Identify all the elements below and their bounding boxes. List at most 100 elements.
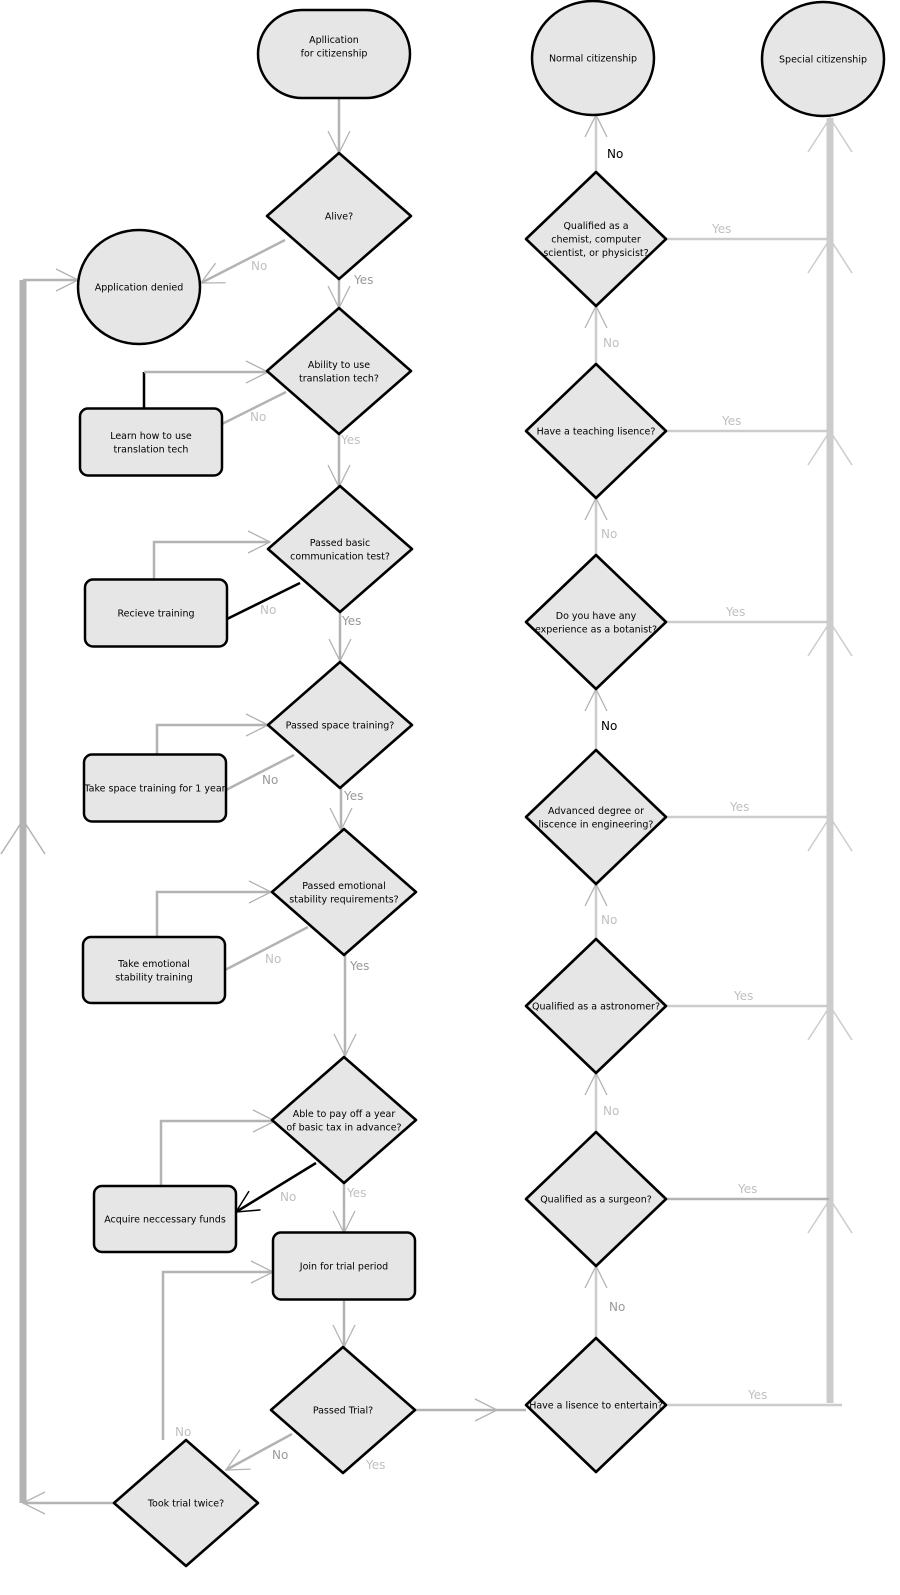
no-label: No <box>251 259 267 273</box>
node-label: Apllication <box>309 35 359 46</box>
decision-shape <box>524 748 668 886</box>
node-special: Special citizenship <box>760 0 886 118</box>
no-label: No <box>280 1190 296 1204</box>
node-label: Passed basic <box>310 538 371 549</box>
node-label: Have a teaching lisence? <box>537 427 656 438</box>
node-label: stability requirements? <box>289 894 398 905</box>
node-engineering: Advanced degree or liscence in engineerin… <box>524 748 668 886</box>
node-funds: Acquire neccessary funds <box>92 1184 238 1254</box>
process-shape <box>271 1231 417 1301</box>
decision-shape <box>524 1336 668 1474</box>
terminal-shape <box>530 0 656 117</box>
node-astronomer: Qualified as a astronomer? <box>524 937 668 1075</box>
node-trial: Passed Trial? <box>269 1345 417 1475</box>
connector-arrow <box>159 1109 277 1186</box>
node-surgeon: Qualified as a surgeon? <box>524 1130 668 1268</box>
node-label: Qualified as a surgeon? <box>540 1195 652 1206</box>
connector-arrow <box>234 1161 317 1214</box>
node-label: Learn how to use <box>110 431 192 442</box>
process-shape <box>92 1184 238 1254</box>
no-label: No <box>607 147 623 161</box>
no-label: No <box>609 1300 625 1314</box>
start-shape <box>256 8 412 100</box>
yes-label: Yes <box>346 1186 366 1200</box>
process-shape <box>81 935 227 1005</box>
node-label: Advanced degree or <box>548 806 644 817</box>
yes-label: Yes <box>343 789 363 803</box>
connector-arrow <box>155 880 273 937</box>
decision-shape <box>524 937 668 1075</box>
decision-shape <box>524 362 668 500</box>
node-label: communication test? <box>290 551 390 562</box>
node-learn: Learn how to use translation tech <box>78 407 224 477</box>
yes-label: Yes <box>729 800 749 814</box>
node-tax: Able to pay off a year of basic tax in ad… <box>270 1055 418 1185</box>
node-alive: Alive? <box>265 151 413 281</box>
no-label: No <box>262 773 278 787</box>
node-label: translation tech <box>114 444 189 455</box>
node-label: of basic tax in advance? <box>286 1122 401 1133</box>
node-botanist: Do you have any experience as a botanist? <box>524 553 668 691</box>
yes-label: Yes <box>365 1458 385 1472</box>
arrowhead-icon <box>807 1197 853 1234</box>
decision-shape <box>270 827 418 957</box>
node-label: Acquire neccessary funds <box>104 1215 226 1226</box>
connector-arrow <box>152 530 272 580</box>
node-label: Passed Trial? <box>313 1406 373 1417</box>
decision-shape <box>269 1345 417 1475</box>
node-label: experience as a botanist? <box>535 624 657 635</box>
decision-shape <box>266 660 414 790</box>
yes-label: Yes <box>747 1388 767 1402</box>
node-space: Passed space training? <box>266 660 414 790</box>
process-shape <box>78 407 224 477</box>
connector-arrow <box>199 238 286 285</box>
no-label: No <box>175 1425 191 1439</box>
node-label: stability training <box>115 972 193 983</box>
arrowhead-icon <box>807 620 853 657</box>
connector-arrow <box>155 713 270 754</box>
yes-label: Yes <box>737 1182 757 1196</box>
node-space-training: Take space training for 1 year <box>82 753 228 823</box>
node-normal: Normal citizenship <box>530 0 656 117</box>
no-label: No <box>272 1448 288 1462</box>
node-label: Qualified as a astronomer? <box>532 1002 660 1013</box>
node-label: scientist, or physicist? <box>543 248 648 259</box>
node-label: Take space training for 1 year <box>83 784 225 795</box>
arrowhead-icon <box>807 815 853 852</box>
node-label: Normal citizenship <box>549 54 637 65</box>
decision-shape <box>265 151 413 281</box>
node-receive: Recieve training <box>83 578 229 648</box>
no-label: No <box>603 1104 619 1118</box>
connector-arrow <box>161 1260 275 1440</box>
yes-label: Yes <box>721 414 741 428</box>
node-label: translation tech? <box>299 373 379 384</box>
node-label: Special citizenship <box>779 55 867 66</box>
node-label: Qualified as a <box>563 221 628 232</box>
node-entertain: Have a lisence to entertain? <box>524 1336 668 1474</box>
node-label: for citizenship <box>301 48 368 59</box>
terminal-shape <box>76 228 202 346</box>
node-label: Application denied <box>95 283 184 294</box>
node-communication: Passed basic communication test? <box>266 484 414 614</box>
node-twice: Took trial twice? <box>112 1438 260 1568</box>
arrowhead-icon <box>807 1004 853 1041</box>
terminal-shape <box>760 0 886 118</box>
node-label: Able to pay off a year <box>293 1109 396 1120</box>
no-label: No <box>601 527 617 541</box>
node-label: Do you have any <box>556 611 637 622</box>
decision-shape <box>524 553 668 691</box>
decision-shape <box>270 1055 418 1185</box>
yes-label: Yes <box>353 273 373 287</box>
node-label: liscence in engineering? <box>539 819 654 830</box>
node-label: Ability to use <box>308 360 370 371</box>
no-label: No <box>601 719 617 733</box>
node-label: Took trial twice? <box>147 1499 224 1510</box>
decision-shape <box>265 306 413 436</box>
arrowhead-icon <box>807 237 853 274</box>
yes-label: Yes <box>340 433 360 447</box>
connector-arrow <box>226 581 301 621</box>
connector-arrow <box>225 753 295 792</box>
